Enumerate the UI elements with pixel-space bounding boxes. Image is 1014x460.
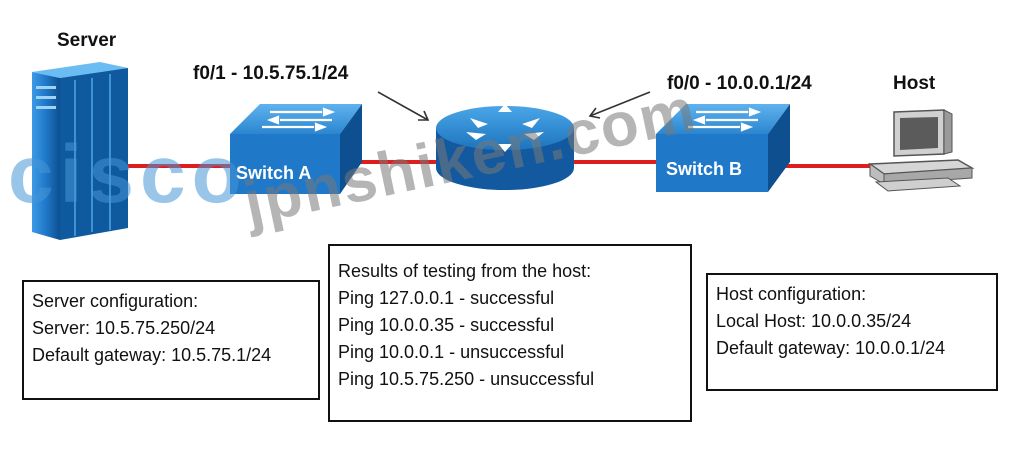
- server-config-box: Server configuration: Server: 10.5.75.25…: [22, 280, 320, 400]
- router-icon: [436, 104, 574, 190]
- server-label: Server: [57, 30, 117, 51]
- results-line: Ping 10.5.75.250 - unsuccessful: [338, 369, 595, 389]
- results-title: Results of testing from the host:: [338, 261, 592, 281]
- switch-b-label: Switch B: [666, 159, 743, 179]
- host-config-box: Host configuration: Local Host: 10.0.0.3…: [706, 273, 998, 391]
- links: [120, 160, 872, 168]
- router-f00-label: f0/0 - 10.0.0.1/24: [667, 73, 812, 94]
- results-box: Results of testing from the host: Ping 1…: [328, 244, 692, 422]
- host-config-line: Local Host: 10.0.0.35/24: [716, 311, 912, 331]
- host-icon: [867, 109, 975, 192]
- results-line: Ping 10.0.0.1 - unsuccessful: [338, 342, 565, 362]
- host-config-line: Default gateway: 10.0.0.1/24: [716, 338, 946, 358]
- arrow-f00: [589, 91, 651, 117]
- server-config-title: Server configuration:: [32, 291, 199, 311]
- host-label: Host: [893, 73, 936, 94]
- results-line: Ping 127.0.0.1 - successful: [338, 288, 555, 308]
- arrow-f01: [377, 91, 429, 121]
- router-f01-label: f0/1 - 10.5.75.1/24: [193, 63, 349, 84]
- switch-a-icon: [230, 104, 362, 194]
- host-config-title: Host configuration:: [716, 284, 867, 304]
- server-config-line: Server: 10.5.75.250/24: [32, 318, 216, 338]
- results-line: Ping 10.0.0.35 - successful: [338, 315, 555, 335]
- callout-arrows: [377, 91, 651, 121]
- server-icon: [32, 62, 128, 240]
- switch-b-icon: [656, 104, 790, 192]
- server-config-line: Default gateway: 10.5.75.1/24: [32, 345, 272, 365]
- switch-a-label: Switch A: [236, 163, 312, 183]
